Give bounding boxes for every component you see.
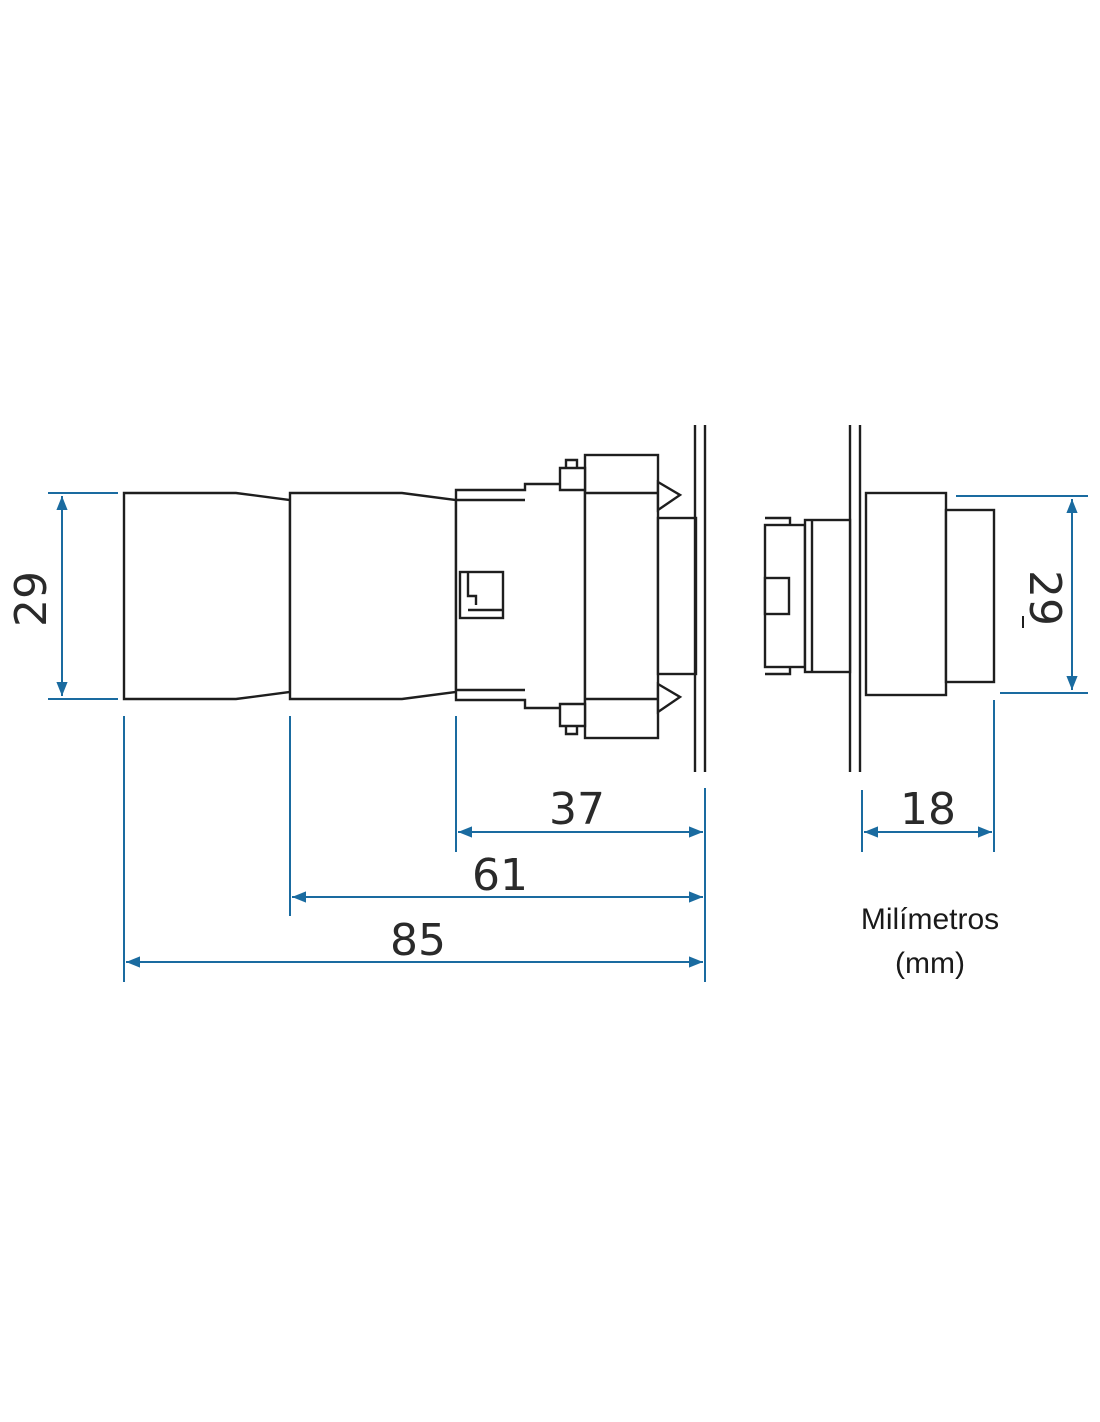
units-label: Milímetros (mm) xyxy=(820,898,1040,986)
units-abbrev: (mm) xyxy=(895,947,965,980)
body-segment xyxy=(288,491,458,701)
side-view xyxy=(122,425,707,772)
dim-label-37: 37 xyxy=(549,784,605,835)
mounting-collar xyxy=(583,453,660,740)
latch-tooth-top xyxy=(656,479,683,513)
dim-label-height-left: 29 xyxy=(6,571,57,627)
dim-label-height-right: 29 xyxy=(1019,570,1070,626)
bezel xyxy=(864,491,948,697)
front-view xyxy=(763,425,996,772)
dim-label-18: 18 xyxy=(900,784,956,835)
dimension-lines xyxy=(48,492,1088,982)
latch-tooth-bottom xyxy=(656,681,683,715)
cap-segment xyxy=(122,491,292,701)
dim-label-85: 85 xyxy=(390,915,446,966)
push-button xyxy=(944,508,996,684)
units-name: Milímetros xyxy=(860,903,1000,936)
dim-label-61: 61 xyxy=(472,850,528,901)
